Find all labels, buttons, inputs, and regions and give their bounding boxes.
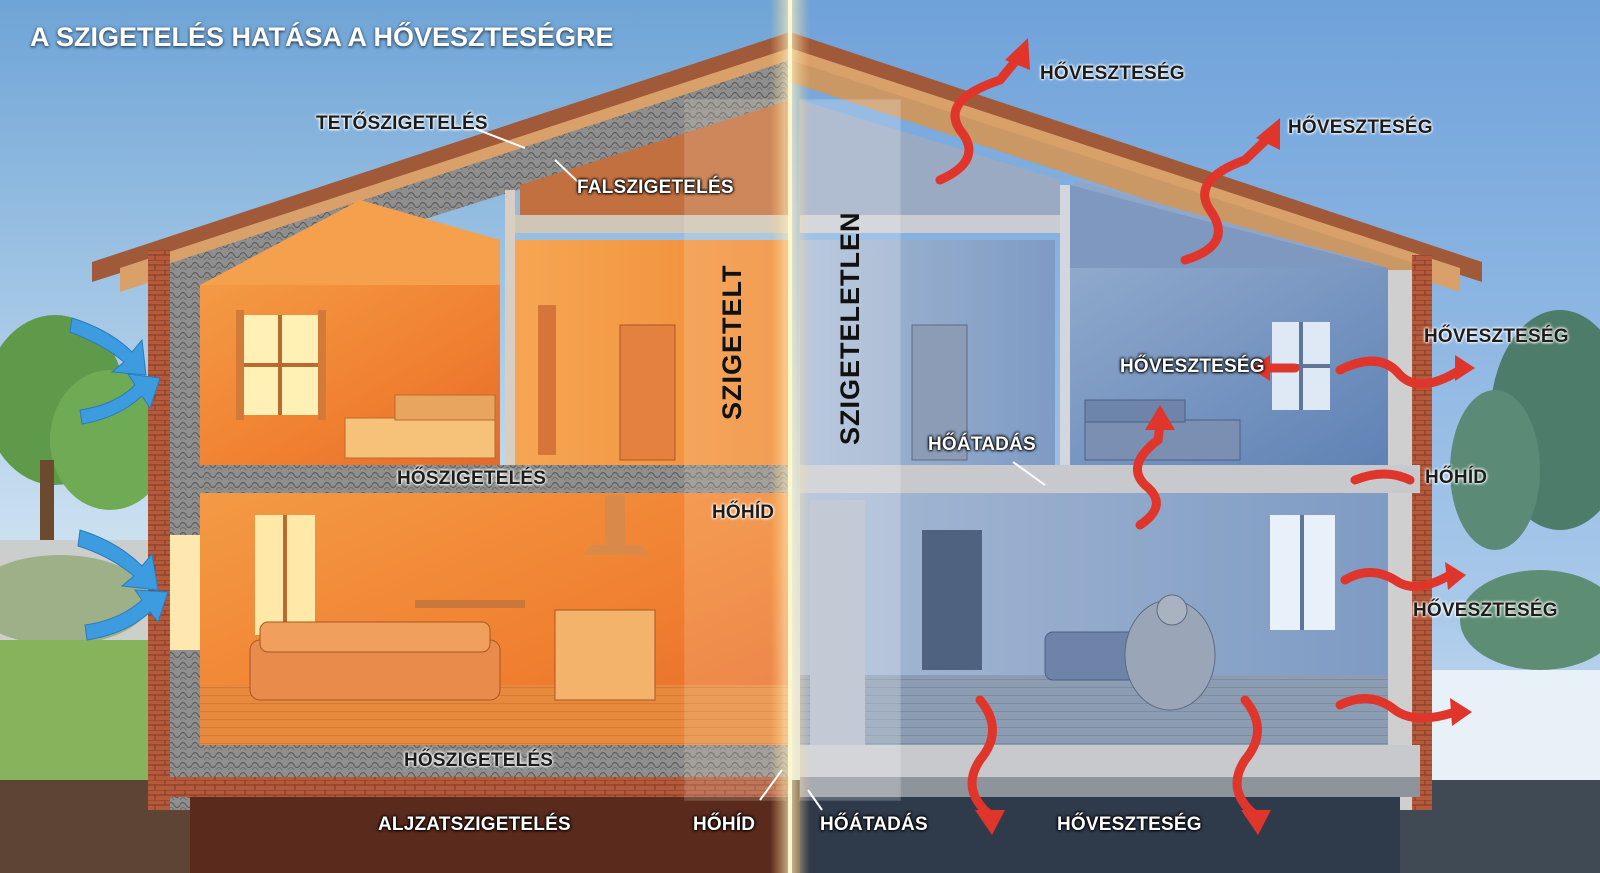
cold-person xyxy=(1124,594,1216,711)
kitchen-left xyxy=(415,495,656,701)
label-heat-loss-wall-upper: HŐVESZTESÉG xyxy=(1424,326,1569,347)
air-arrows-left xyxy=(69,317,169,641)
label-heat-loss-wall-lower: HŐVESZTESÉG xyxy=(1413,600,1558,621)
window-lower-right xyxy=(1270,515,1335,630)
label-heat-loss-ground: HŐVESZTESÉG xyxy=(1057,814,1202,835)
side-label-insulated: SZIGETELT xyxy=(717,264,747,421)
label-thermal-bridge-right: HŐHÍD xyxy=(1425,467,1488,488)
label-thermal-bridge-left: HŐHÍD xyxy=(712,502,775,523)
label-heat-loss-roof-2: HŐVESZTESÉG xyxy=(1288,117,1433,138)
label-thermal-bridge-bottom: HŐHÍD xyxy=(693,814,756,835)
label-heat-transfer-bottom: HŐÁTADÁS xyxy=(820,814,928,835)
label-heat-loss-window-upper: HŐVESZTESÉG xyxy=(1120,356,1265,377)
label-floor-insulation-lower: HŐSZIGETELÉS xyxy=(404,750,554,771)
label-heat-loss-roof-1: HŐVESZTESÉG xyxy=(1040,63,1185,84)
doors-right xyxy=(810,324,982,745)
sofa-left xyxy=(249,621,501,701)
page-title: A SZIGETELÉS HATÁSA A HŐVESZTESÉGRE xyxy=(30,22,614,52)
label-heat-transfer-floor: HŐÁTADÁS xyxy=(928,434,1036,455)
label-floor-insulation-upper: HŐSZIGETELÉS xyxy=(397,468,547,489)
heat-loss-arrows xyxy=(935,53,1465,820)
label-base-insulation: ALJZATSZIGETELÉS xyxy=(378,814,571,835)
label-roof-insulation: TETŐSZIGETELÉS xyxy=(316,113,488,134)
label-wall-insulation: FALSZIGETELÉS xyxy=(577,177,734,198)
side-label-uninsulated: SZIGETELETLEN xyxy=(835,211,865,445)
leader-lines xyxy=(467,125,1046,811)
window-lower-left xyxy=(170,515,315,650)
window-upper-left xyxy=(236,310,326,420)
heat-arrow-heads xyxy=(975,38,1475,835)
bed-left xyxy=(344,394,496,459)
